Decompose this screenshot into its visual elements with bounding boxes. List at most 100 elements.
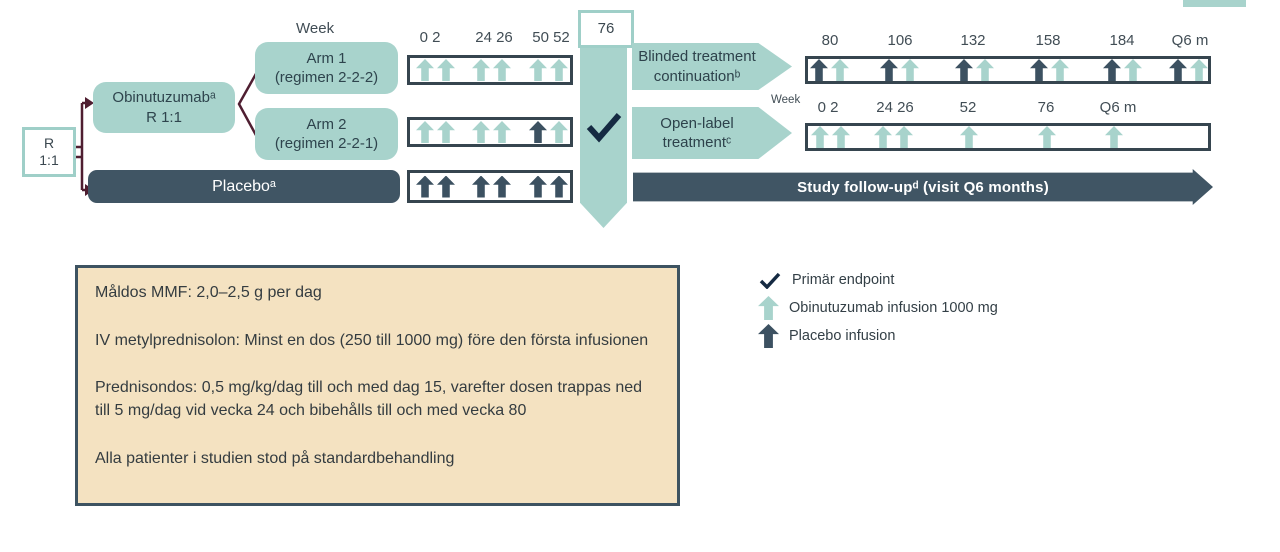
obinutuzumab-infusion-arrow-icon [1124, 59, 1142, 81]
blinded-treatment-line2: continuationᵇ [653, 67, 741, 85]
placebo-infusion-arrow-icon [472, 175, 490, 198]
infusion-group [874, 126, 913, 148]
legend-label: Placebo infusion [789, 328, 896, 344]
obinutuzumab-infusion-arrow-icon [416, 121, 434, 143]
week-tick: 50 52 [532, 29, 570, 46]
obinutuzumab-infusion-arrow-icon [1190, 59, 1208, 81]
checkmark-icon [759, 272, 781, 289]
infusion-group [416, 121, 455, 143]
blinded-treatment-arrow: Blinded treatment continuationᵇ [632, 43, 792, 90]
infusion-group [960, 126, 978, 148]
infusion-group [529, 121, 568, 143]
infusion-group [416, 59, 455, 81]
obinutuzumab-infusion-arrow-icon [1105, 126, 1123, 148]
obinutuzumab-ratio: R 1:1 [146, 108, 182, 126]
obinutuzumab-infusion-arrow-icon [493, 121, 511, 143]
week-tick: 0 2 [817, 99, 839, 116]
placebo-infusion-arrow-icon [529, 121, 547, 143]
infusion-group [472, 175, 511, 198]
arm2-timeline-box [407, 117, 573, 147]
infusion-group [529, 175, 568, 198]
note-prednisone: Prednisondos: 0,5 mg/kg/dag till och med… [95, 379, 643, 420]
obinutuzumab-infusion-arrow-icon [874, 126, 892, 148]
infusion-group [1038, 126, 1056, 148]
study-followup-arrow: Study follow-upᵈ (visit Q6 months) [633, 169, 1213, 205]
arm2-label: Arm 2 [306, 115, 347, 133]
week-tick: 158 [1035, 32, 1061, 49]
obinutuzumab-infusion-arrow-icon [1038, 126, 1056, 148]
milestone-down-arrow [580, 48, 627, 228]
obinutuzumab-infusion-arrow-icon [529, 59, 547, 81]
note-methylprednisolone: IV metylprednisolon: Minst en dos (250 t… [95, 331, 649, 349]
obinutuzumab-infusion-arrow-icon [895, 126, 913, 148]
randomization-box: R 1:1 [22, 127, 76, 177]
week-tick: 76 [1037, 99, 1055, 116]
week-tick: 24 26 [876, 99, 914, 116]
placebo-infusion-arrow-icon [1103, 59, 1121, 81]
open-label-timeline-box [805, 123, 1211, 151]
week-76-label: 76 [597, 19, 615, 37]
open-label-line2: treatmentᶜ [662, 134, 732, 151]
week-tick: Q6 m [1099, 99, 1137, 116]
obinutuzumab-infusion-arrow-icon [550, 59, 568, 81]
placebo-infusion-arrow-icon [1169, 59, 1187, 81]
infusion-group [810, 59, 849, 81]
arm2-regimen: (regimen 2-2-1) [274, 135, 379, 152]
week-tick: 52 [959, 99, 977, 116]
infusion-group [472, 59, 511, 81]
infusion-group [472, 121, 511, 143]
dosing-notes-box: Måldos MMF: 2,0–2,5 g per dag IV metylpr… [75, 265, 680, 506]
obinutuzumab-infusion-arrow-icon [901, 59, 919, 81]
arm1-label: Arm 1 [306, 49, 347, 67]
arm1-regimen: (regimen 2-2-2) [274, 69, 379, 86]
placebo-infusion-arrow-icon [416, 175, 434, 198]
infusion-group [811, 126, 850, 148]
legend-label: Primär endpoint [792, 272, 895, 288]
placebo-infusion-arrow-icon [529, 175, 547, 198]
infusion-group [1169, 59, 1208, 81]
placebo-infusion-arrow-icon [758, 324, 779, 348]
obinutuzumab-infusion-arrow-icon [472, 121, 490, 143]
week-header-left: Week [296, 20, 335, 37]
study-followup-label: Study follow-upᵈ (visit Q6 months) [797, 178, 1049, 196]
week-tick: Q6 m [1171, 32, 1209, 49]
week-76-milestone-box: 76 [578, 10, 634, 48]
placebo-infusion-arrow-icon [493, 175, 511, 198]
cropped-teal-bar [1183, 0, 1246, 7]
infusion-group [955, 59, 994, 81]
arm1-box: Arm 1 (regimen 2-2-2) [255, 42, 398, 94]
legend-item-primary-endpoint: Primär endpoint [758, 268, 894, 292]
obinutuzumab-infusion-arrow-icon [960, 126, 978, 148]
obinutuzumab-infusion-arrow-icon [550, 121, 568, 143]
primary-endpoint-check-icon [586, 113, 622, 143]
infusion-group [1105, 126, 1123, 148]
open-label-treatment-arrow: Open-label treatmentᶜ [632, 107, 792, 159]
week-tick: 106 [887, 32, 913, 49]
week-tick: 24 26 [475, 29, 513, 46]
placebo-label: Placeboᵃ [212, 177, 276, 195]
note-mmf: Måldos MMF: 2,0–2,5 g per dag [95, 284, 322, 301]
infusion-group [1103, 59, 1142, 81]
placebo-infusion-arrow-icon [437, 175, 455, 198]
note-standard-care: Alla patienter i studien stod på standar… [95, 449, 455, 467]
obinutuzumab-infusion-arrow-icon [472, 59, 490, 81]
obinutuzumab-infusion-arrow-icon [437, 121, 455, 143]
placebo-box: Placeboᵃ [88, 170, 400, 203]
arm2-box: Arm 2 (regimen 2-2-1) [255, 108, 398, 160]
week-tick: 184 [1109, 32, 1135, 49]
infusion-group [529, 59, 568, 81]
week-tick: 0 2 [419, 29, 441, 46]
obinutuzumab-infusion-arrow-icon [811, 126, 829, 148]
obinutuzumab-infusion-arrow-icon [1051, 59, 1069, 81]
legend-item-obinutuzumab: Obinutuzumab infusion 1000 mg [758, 296, 998, 320]
placebo-infusion-arrow-icon [880, 59, 898, 81]
week-tick: 80 [821, 32, 839, 49]
open-label-line1: Open-label [660, 114, 734, 132]
week-tick: 132 [960, 32, 986, 49]
week-header-right: Week [771, 94, 801, 106]
placebo-infusion-arrow-icon [550, 175, 568, 198]
blinded-timeline-box [805, 56, 1211, 84]
placebo-timeline-box [407, 170, 573, 203]
infusion-group [880, 59, 919, 81]
